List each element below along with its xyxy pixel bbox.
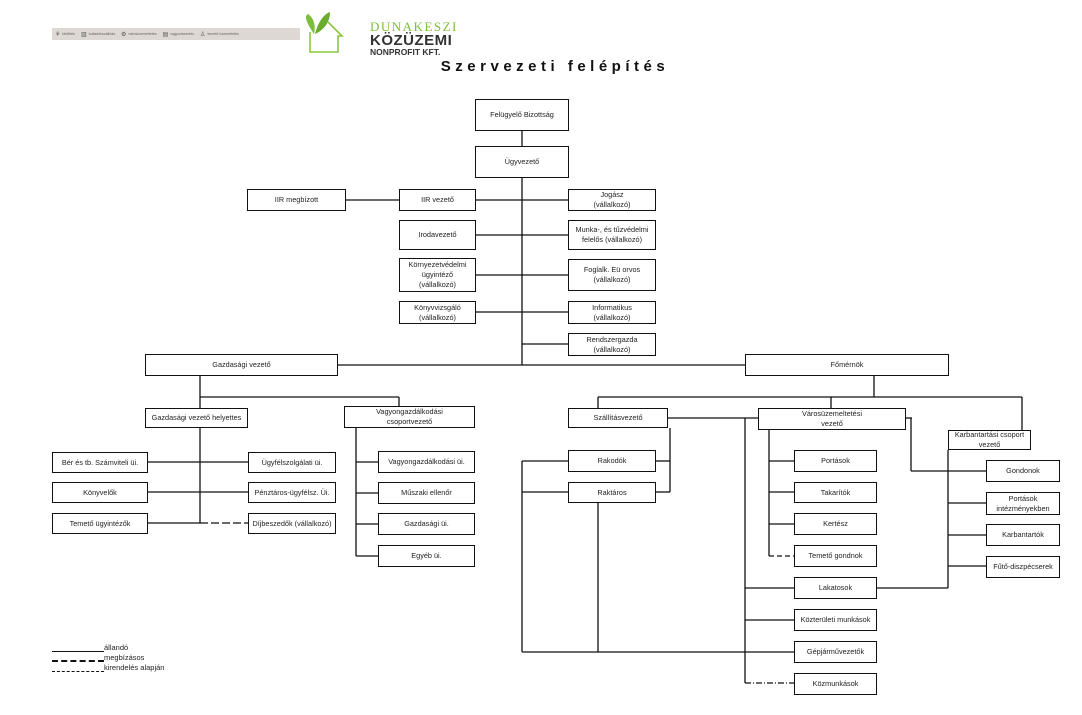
box-orvos: Foglalk. Eü orvos (vállalkozó)	[568, 259, 656, 291]
box-penztaros: Pénztáros-ügyfélsz. Üi.	[248, 482, 336, 503]
building-icon: ▤	[162, 31, 169, 38]
box-temeto-ugyintezok: Temető ügyintézők	[52, 513, 148, 534]
nav-item-temeto[interactable]: ♙temető üzemeltetés	[200, 31, 239, 38]
box-jogasz: Jogász (vállalkozó)	[568, 189, 656, 211]
box-portasok-intezmenyekben: Portások intézményekben	[986, 492, 1060, 515]
box-rendszergazda: Rendszergazda (vállalkozó)	[568, 333, 656, 356]
legend: állandó megbízásos kirendelés alapján	[52, 643, 164, 673]
candle-icon: ♙	[200, 31, 206, 38]
box-varosuzem-vezeto: Városüzemeltetési vezető	[758, 408, 906, 430]
box-ber-szamviteli: Bér és tb. Számviteli üi.	[52, 452, 148, 473]
legend-item-solid: állandó	[52, 643, 164, 653]
box-gazdasagi-vezeto: Gazdasági vezető	[145, 354, 338, 376]
box-munkavedelmi: Munka-, és tűzvédelmi felelős (vállalkoz…	[568, 220, 656, 250]
box-karbantartasi-vezeto: Karbantartási csoport vezető	[948, 430, 1031, 450]
box-ugyfelszolgalati: Ügyfélszolgálati üi.	[248, 452, 336, 473]
box-portasok: Portások	[794, 450, 877, 472]
box-vagyon-ui: Vagyongazdálkodási üi.	[378, 451, 475, 473]
box-lakatosok: Lakatosok	[794, 577, 877, 599]
box-gazdasagi-ui: Gazdasági üi.	[378, 513, 475, 535]
gear-icon: ⚙	[121, 31, 127, 38]
box-raktaros: Raktáros	[568, 482, 656, 503]
dashdot-line-sample	[52, 671, 104, 672]
box-gepjarmuvezetok: Gépjárművezetők	[794, 641, 877, 663]
legend-item-dashed: megbízásos	[52, 653, 164, 663]
box-kozteruleti: Közterületi munkások	[794, 609, 877, 631]
nav-item-vagyon[interactable]: ▤vagyonkezelés	[162, 31, 195, 38]
logo-house-icon	[306, 12, 344, 53]
tree-icon: ⚘	[55, 31, 61, 38]
box-futo-diszpecserek: Fűtő-diszpécserek	[986, 556, 1060, 578]
box-felugyelo-bizottsag: Felügyelő Bizottság	[475, 99, 569, 131]
dashed-line-sample	[52, 660, 104, 662]
box-takaritok: Takarítók	[794, 482, 877, 503]
nav-item-tavfutes[interactable]: ⚘távfűtés	[55, 31, 75, 38]
box-kornyezetvedelmi: Környezetvédelmi ügyintéző (vállalkozó)	[399, 258, 476, 292]
grave-icon: ▥	[80, 31, 87, 38]
box-iir-megbizott: IIR megbízott	[247, 189, 346, 211]
box-dijbeszedok: Díjbeszedők (vállalkozó)	[248, 513, 336, 534]
box-irodavezeto: Irodavezető	[399, 220, 476, 250]
box-fomernok: Főmérnök	[745, 354, 949, 376]
box-szallitasvezeto: Szállításvezető	[568, 408, 668, 428]
box-konyvelok: Könyvelők	[52, 482, 148, 503]
box-karbantartok: Karbantartók	[986, 524, 1060, 546]
box-vagyon-csoportvezeto: Vagyongazdálkodási csoportvezető	[344, 406, 475, 428]
box-ugyvezeto: Ügyvezető	[475, 146, 569, 178]
box-iir-vezeto: IIR vezető	[399, 189, 476, 211]
box-kozmunkasok: Közmunkások	[794, 673, 877, 695]
box-rakodok: Rakodók	[568, 450, 656, 472]
nav-item-varosuzem[interactable]: ⚙városüzemeltetés	[121, 31, 157, 38]
solid-line-sample	[52, 651, 104, 652]
company-logo: DUNAKESZI KÖZÜZEMI NONPROFIT KFT.	[370, 19, 458, 57]
nav-item-hulladek[interactable]: ▥hulladékszállítás	[80, 31, 116, 38]
box-konyvvizsgalo: Könyvvizsgáló (vállalkozó)	[399, 301, 476, 324]
box-temeto-gondnok: Temető gondnok	[794, 545, 877, 567]
header-nav-bar: ⚘távfűtés ▥hulladékszállítás ⚙városüzeme…	[52, 28, 300, 40]
box-gondonok: Gondonok	[986, 460, 1060, 482]
box-muszaki-ellenor: Műszaki ellenőr	[378, 482, 475, 504]
page-title: Szervezeti felépítés	[440, 58, 670, 75]
legend-item-dashdot: kirendelés alapján	[52, 663, 164, 673]
box-informatikus: Informatikus (vállalkozó)	[568, 301, 656, 324]
box-kertesz: Kertész	[794, 513, 877, 535]
box-gazdasagi-helyettes: Gazdasági vezető helyettes	[145, 408, 248, 428]
box-egyeb-ui: Egyéb üi.	[378, 545, 475, 567]
